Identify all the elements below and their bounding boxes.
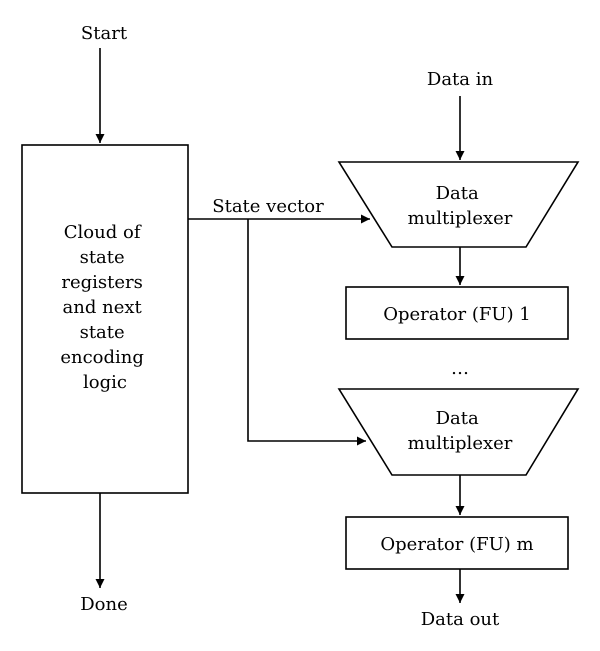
- operator-fu-m: [345, 516, 569, 570]
- state-block-text: Cloud of state registers and next state …: [60, 222, 149, 393]
- state-registers-block: [21, 144, 189, 494]
- fu-m-label: Operator (FU) m: [380, 534, 533, 555]
- mux-bottom-text: Data multiplexer: [408, 408, 513, 454]
- state-vector-label: State vector: [212, 196, 324, 217]
- ellipsis: …: [451, 358, 469, 379]
- done-label: Done: [80, 594, 128, 615]
- data-in-label: Data in: [427, 69, 494, 90]
- fu-1-label: Operator (FU) 1: [383, 304, 531, 325]
- data-multiplexer-top: [337, 161, 580, 248]
- operator-fu-1: [345, 286, 569, 340]
- data-out-label: Data out: [421, 609, 500, 630]
- mux-top-text: Data multiplexer: [408, 183, 513, 229]
- data-multiplexer-bottom: [337, 388, 580, 476]
- state-vector-arrow-bottom: [247, 219, 366, 446]
- start-label: Start: [81, 23, 128, 44]
